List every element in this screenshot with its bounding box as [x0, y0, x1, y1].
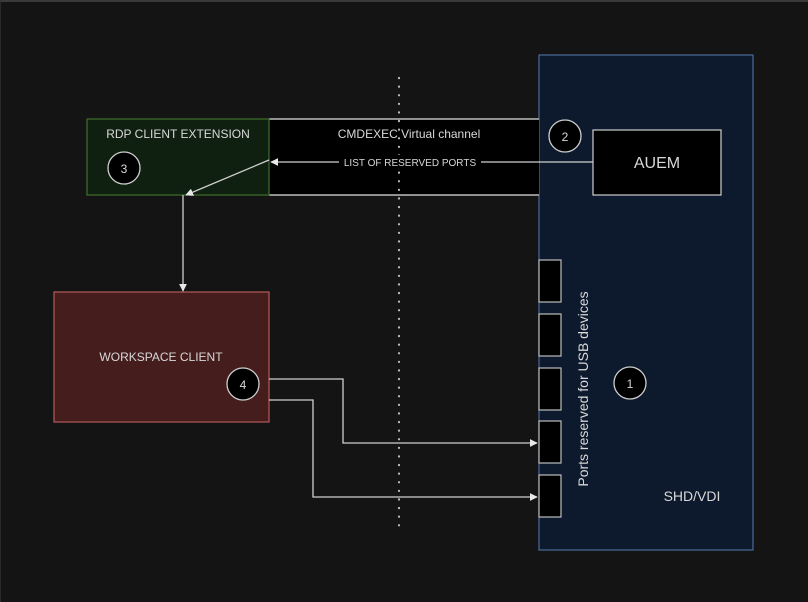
badge-1: 1	[613, 366, 647, 400]
badge-3: 3	[107, 151, 141, 185]
usb-port-group	[538, 259, 562, 518]
usb-port-3[interactable]	[538, 367, 562, 411]
badge-2-text: 2	[562, 130, 569, 144]
badge-4: 4	[226, 367, 260, 401]
ports-reserved-label: Ports reserved for USB devices	[575, 291, 591, 486]
workspace-client-label: WORKSPACE CLIENT	[99, 350, 223, 364]
edge-workspace-to-port-5	[269, 399, 538, 501]
badge-2: 2	[548, 119, 582, 153]
edge-workspace-to-port-4	[269, 378, 538, 447]
rdp-client-extension-box[interactable]	[86, 118, 270, 196]
edge-label-reserved-ports: LIST OF RESERVED PORTS	[344, 158, 477, 169]
usb-port-1[interactable]	[538, 259, 562, 303]
badge-4-text: 4	[240, 378, 247, 392]
rdp-client-extension-label: RDP CLIENT EXTENSION	[106, 127, 250, 141]
virtual-channel-label: CMDEXEC Virtual channel	[338, 127, 481, 141]
usb-port-5[interactable]	[538, 474, 562, 518]
auem-label: AUEM	[634, 155, 680, 172]
badge-3-text: 3	[121, 162, 128, 176]
edge-label-bg	[339, 155, 481, 169]
edge-rdp-diagonal	[185, 159, 270, 196]
badge-1-text: 1	[627, 377, 634, 391]
workspace-client-box[interactable]	[53, 291, 270, 423]
usb-port-2[interactable]	[538, 313, 562, 357]
usb-port-4[interactable]	[538, 420, 562, 464]
vdi-label: SHD/VDI	[664, 488, 721, 504]
